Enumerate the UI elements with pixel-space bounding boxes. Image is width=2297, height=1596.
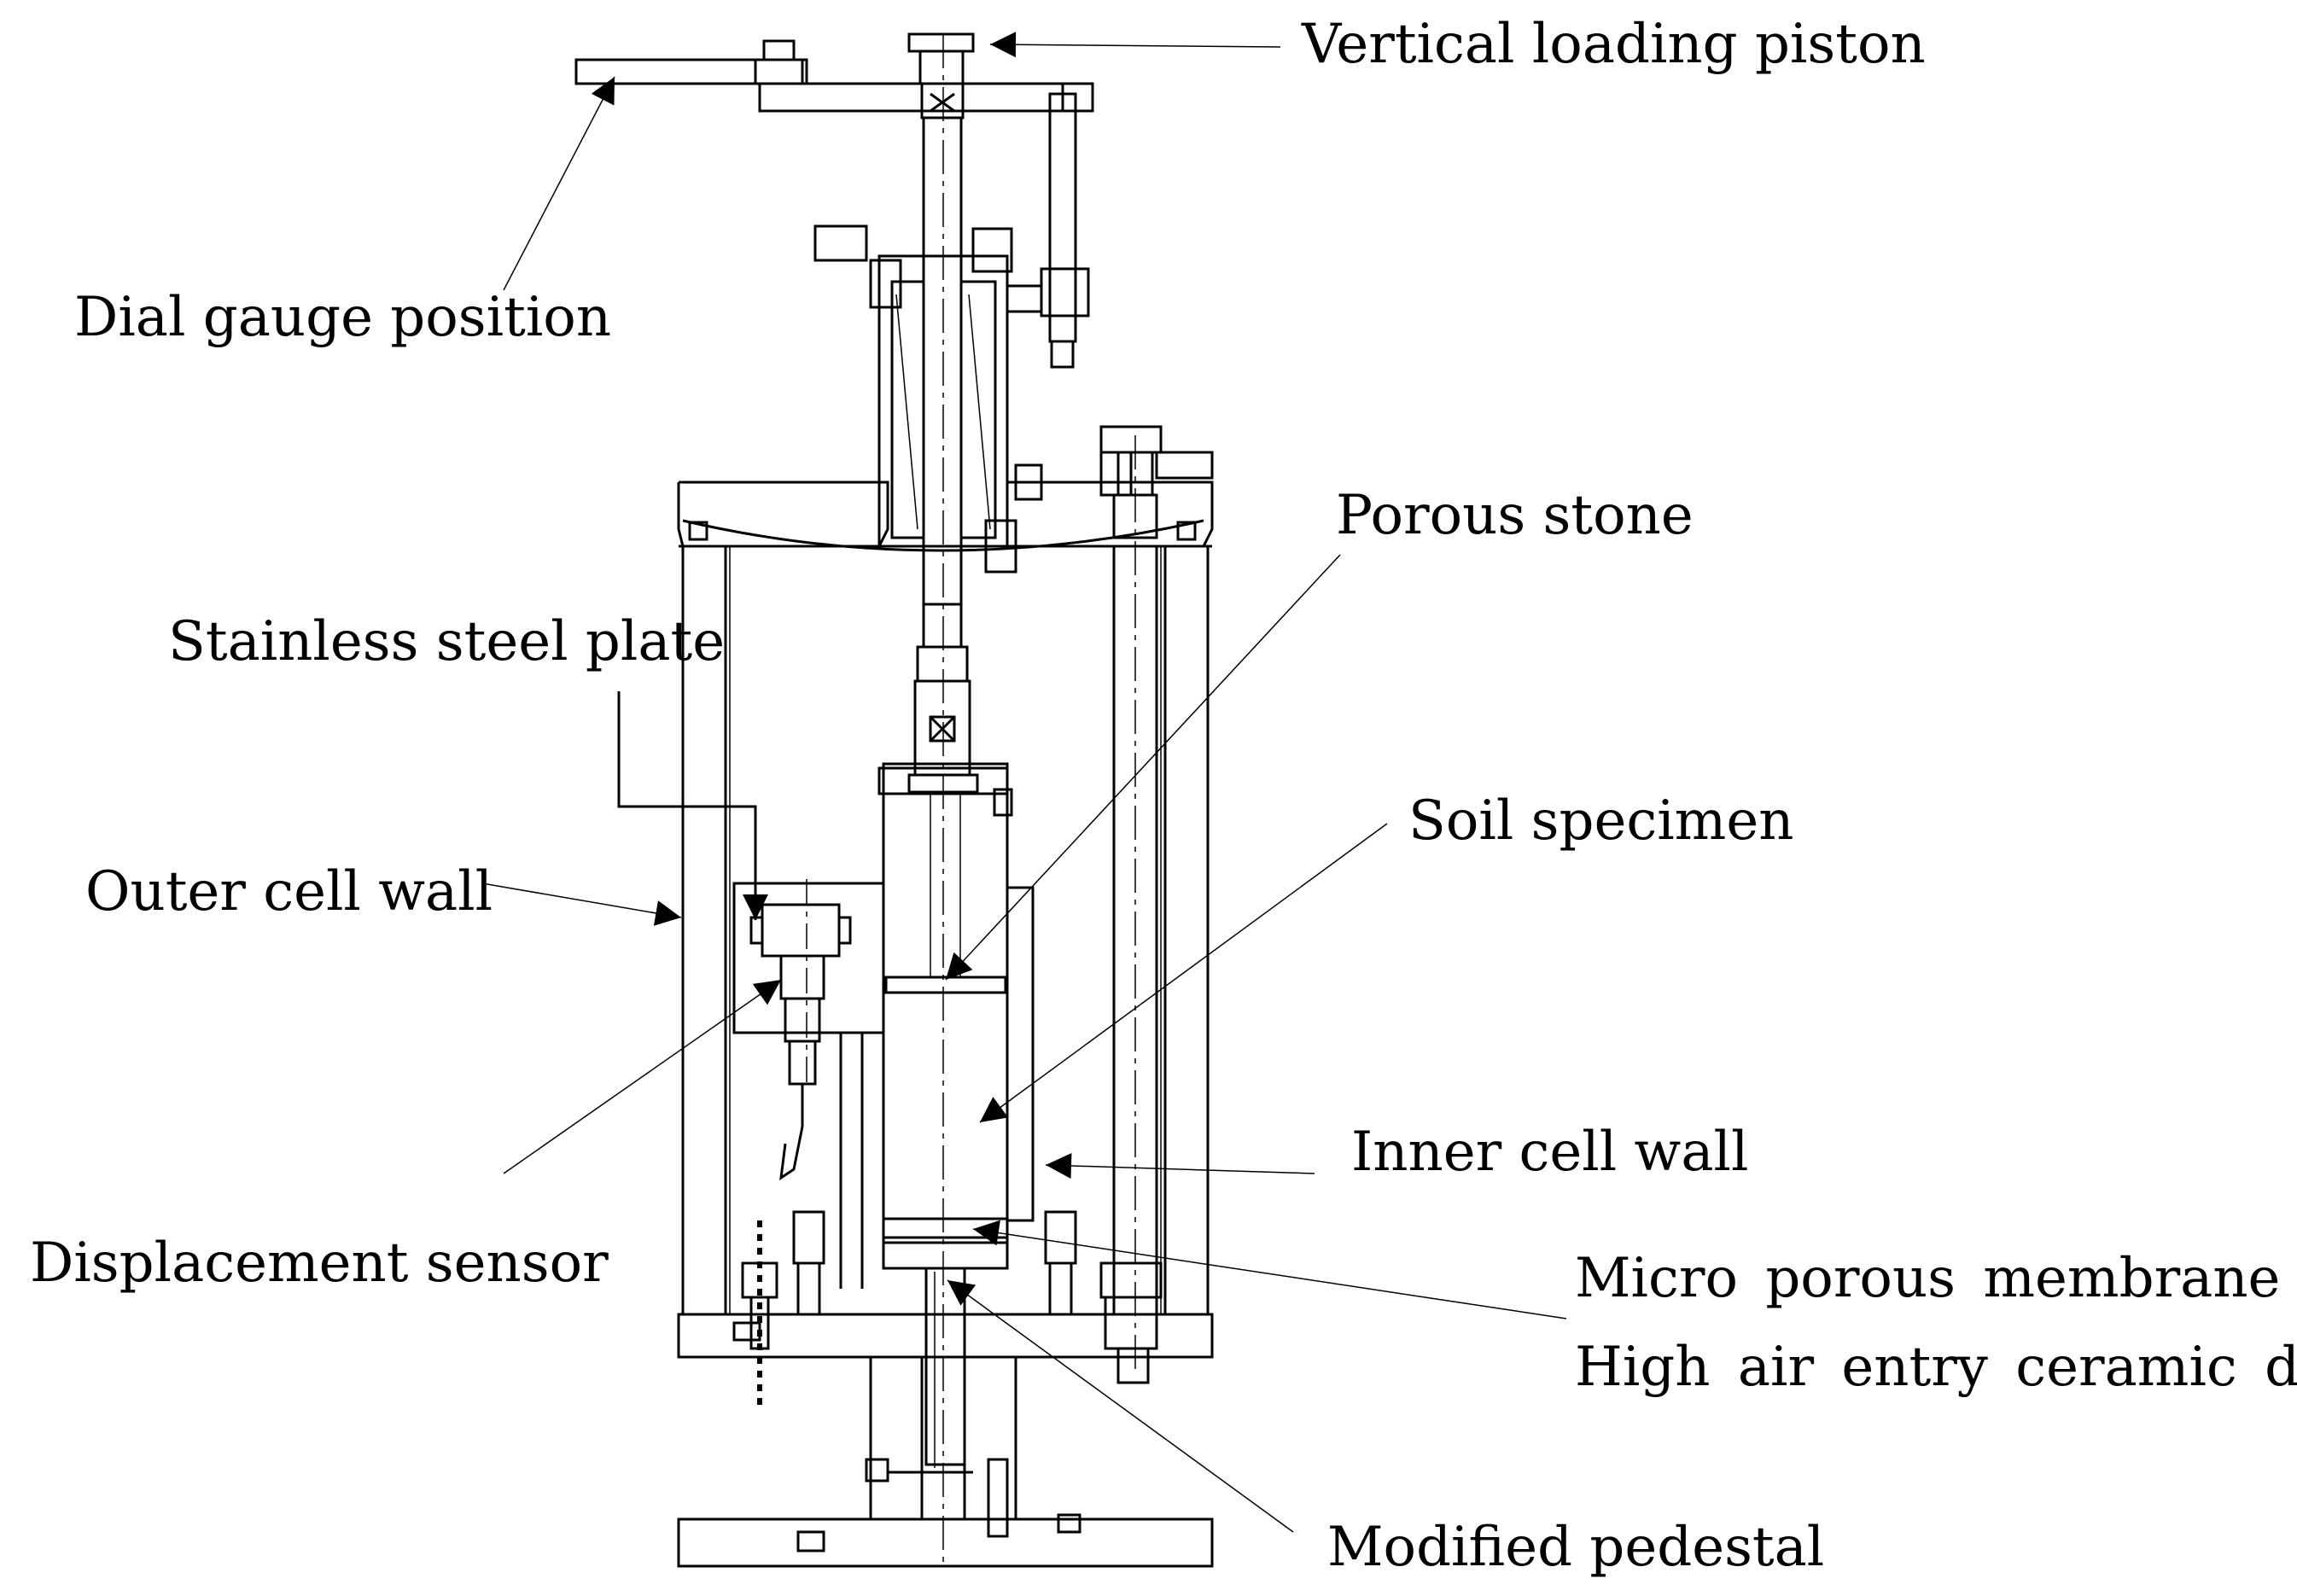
label-outer-cell-wall: Outer cell wall: [85, 860, 493, 923]
leader-dial-gauge: [503, 76, 615, 291]
displacement-sensor-assembly: [732, 879, 885, 1289]
inner-cell-wall: [877, 766, 1035, 1222]
dial-gauge-beam: [574, 39, 1094, 113]
leader-membrane: [972, 1220, 1567, 1319]
tie-rod: [1099, 435, 1163, 1384]
leader-stainless-steel-plate: [617, 691, 768, 920]
base-bolts: [741, 1210, 1077, 1408]
leader-soil-specimen: [979, 823, 1388, 1123]
leader-porous-stone: [945, 554, 1341, 981]
label-inner-cell-wall: Inner cell wall: [1351, 1121, 1749, 1184]
label-membrane-line-1: Micro porous membrane or: [1575, 1247, 2297, 1310]
modified-pedestal: [924, 1267, 1009, 1538]
label-modified-pedestal: Modified pedestal: [1327, 1516, 1825, 1579]
bottom-base: [677, 1513, 1214, 1568]
label-dial-gauge-position: Dial gauge position: [74, 286, 612, 349]
leader-displacement-sensor: [503, 979, 782, 1174]
piston-bushing: [813, 224, 1043, 574]
leader-vertical-loading-piston: [989, 32, 1281, 58]
leader-inner-cell-wall: [1045, 1152, 1315, 1179]
label-membrane-line-2: High air entry ceramic disk: [1575, 1336, 2297, 1399]
leader-lines: [481, 32, 1567, 1533]
leader-outer-cell-wall: [481, 882, 682, 926]
label-displacement-sensor: Displacement sensor: [30, 1232, 609, 1295]
label-stainless-steel-plate: Stainless steel plate: [168, 610, 726, 673]
label-membrane: Micro porous membrane or High air entry …: [1575, 1251, 2297, 1395]
cell-top-cap: [677, 425, 1214, 552]
specimen-column: [882, 34, 1009, 1562]
label-vertical-loading-piston: Vertical loading piston: [1302, 13, 1926, 76]
label-porous-stone: Porous stone: [1336, 484, 1694, 547]
leader-modified-pedestal: [947, 1279, 1294, 1533]
dial-holder-rod: [1040, 92, 1090, 369]
label-soil-specimen: Soil specimen: [1408, 789, 1794, 853]
